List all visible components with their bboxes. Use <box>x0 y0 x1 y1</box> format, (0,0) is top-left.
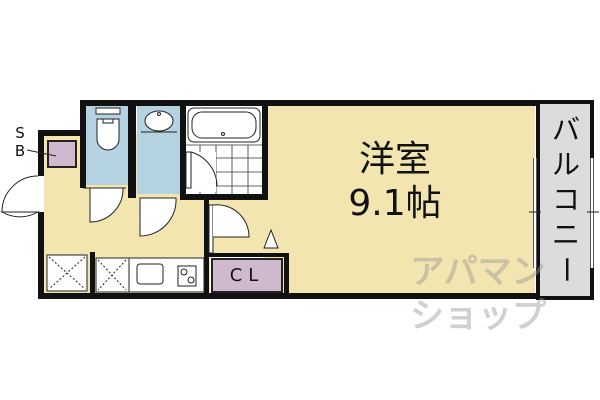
wall-top <box>80 100 540 106</box>
wall-bath-right <box>262 100 268 200</box>
wall-bottom <box>38 293 540 299</box>
wall-corridor <box>204 198 209 298</box>
balcony-label: バ ル コ ニ ー <box>549 113 583 284</box>
balcony-window-inner <box>533 158 537 268</box>
wall-toilet-left <box>80 100 86 188</box>
wall-room-left <box>284 253 289 298</box>
western-room-floor <box>265 105 535 295</box>
closet-label: CL <box>229 265 265 286</box>
wall-kitchen-divider <box>90 252 95 298</box>
shoebox-leader <box>26 149 57 157</box>
bathtub-icon <box>187 107 261 143</box>
wall-left <box>38 130 44 299</box>
room-label: 洋室 9.1帖 <box>310 138 480 226</box>
door-swings <box>0 151 279 254</box>
toilet-icon <box>95 107 121 151</box>
shoebox-label: S B <box>14 124 26 160</box>
wall-closet-top <box>204 253 289 257</box>
wall-bath-bottom <box>180 194 268 200</box>
kitchen-counter <box>46 254 205 293</box>
entrance-door-gap <box>38 176 44 212</box>
room-name: 洋室 <box>358 139 431 180</box>
sink-icon <box>141 110 177 133</box>
closet: CL <box>211 258 283 293</box>
wall-toilet-right <box>128 100 136 198</box>
watermark: アパマン ショップ <box>410 252 546 336</box>
shoe-box <box>47 140 77 168</box>
wall-left-top <box>38 130 84 136</box>
room-size: 9.1帖 <box>348 183 442 224</box>
balcony-window-outer <box>590 158 594 268</box>
wall-bath-left <box>180 100 186 200</box>
